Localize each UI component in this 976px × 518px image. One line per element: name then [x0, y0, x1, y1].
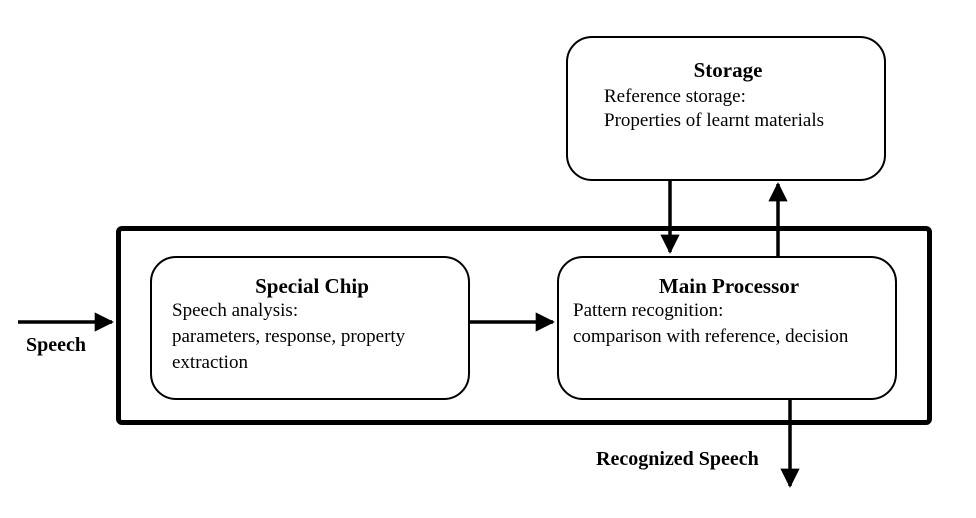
input-label: Speech	[26, 334, 86, 356]
storage-line-1: Reference storage:	[604, 86, 746, 107]
special-chip-line-2: parameters, response, property	[172, 326, 406, 347]
special-chip-title: Special Chip	[255, 274, 369, 298]
system-frame	[116, 226, 932, 425]
main-processor-box: Main Processor Pattern recognition: comp…	[557, 256, 897, 400]
special-chip-line-1: Speech analysis:	[172, 300, 299, 321]
special-chip-line-3: extraction	[172, 352, 248, 373]
main-processor-line-1: Pattern recognition:	[573, 300, 724, 321]
storage-box: Storage Reference storage: Properties of…	[566, 36, 886, 181]
storage-title: Storage	[693, 58, 763, 82]
special-chip-box: Special Chip Speech analysis: parameters…	[150, 256, 470, 400]
main-processor-title: Main Processor	[658, 274, 800, 298]
main-processor-line-2: comparison with reference, decision	[573, 326, 849, 347]
output-label: Recognized Speech	[596, 448, 759, 470]
storage-line-2: Properties of learnt materials	[604, 110, 825, 131]
